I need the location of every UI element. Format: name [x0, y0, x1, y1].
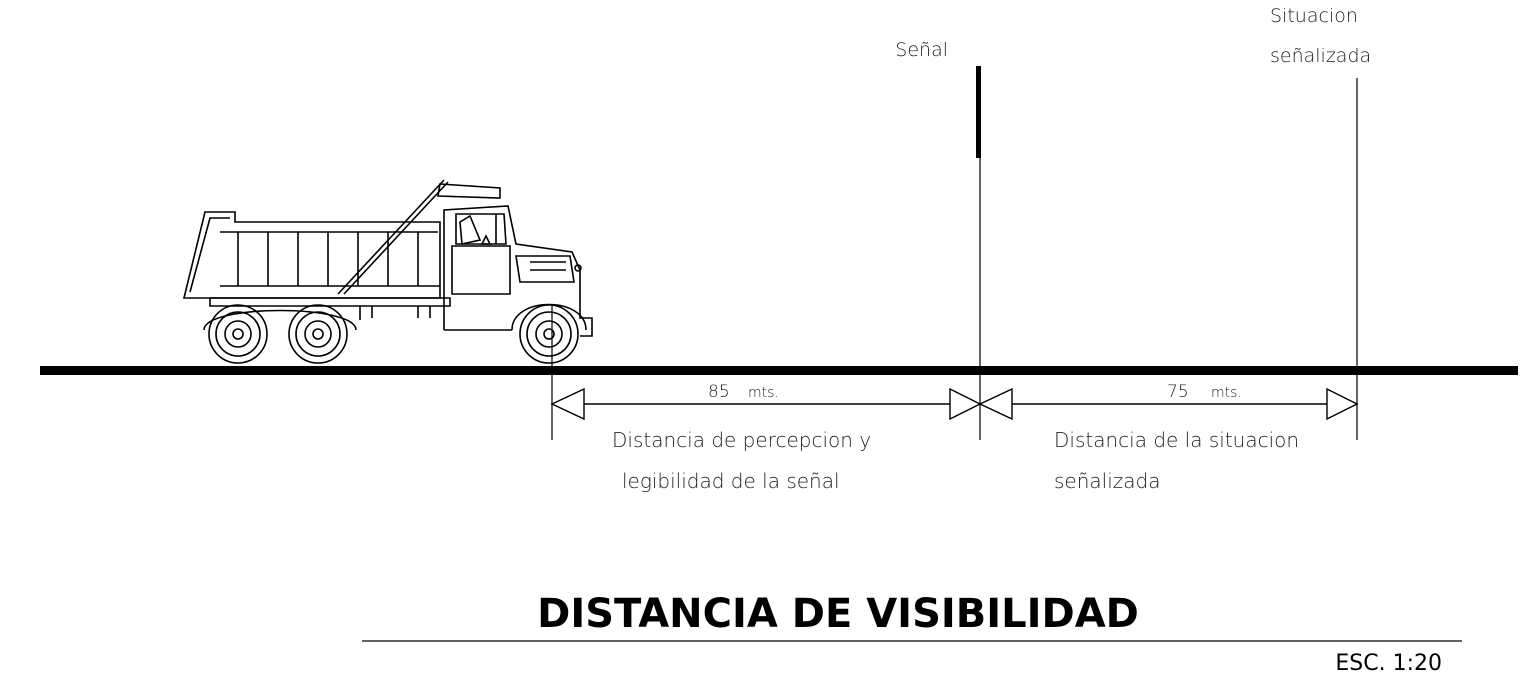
situation-label-line1: Situacion [1270, 5, 1358, 27]
sign-post [976, 66, 981, 158]
situation-distance-line2: señalizada [1054, 469, 1160, 493]
dimension-unit-75: mts. [1211, 385, 1242, 401]
dimension-value-85: 85 [708, 382, 730, 402]
drawing-title: DISTANCIA DE VISIBILIDAD [537, 591, 1139, 637]
road-line [40, 366, 1518, 375]
dump-truck-icon [182, 179, 593, 337]
dimension-line-85 [550, 387, 982, 421]
sign-label: Señal [895, 39, 948, 61]
perception-distance-line1: Distancia de percepcion y [612, 428, 871, 452]
situation-distance-line1: Distancia de la situacion [1054, 428, 1299, 452]
scale-label: ESC. 1:20 [1335, 651, 1442, 674]
dimension-line-75 [978, 387, 1359, 421]
dimension-unit-85: mts. [748, 385, 779, 401]
middle-wheel-icon [288, 304, 348, 364]
situation-label-line2: señalizada [1270, 45, 1371, 67]
front-wheel-icon [519, 304, 579, 364]
dimension-value-75: 75 [1167, 382, 1189, 402]
perception-distance-line2: legibilidad de la señal [622, 469, 840, 493]
rear-wheel-icon [208, 304, 268, 364]
